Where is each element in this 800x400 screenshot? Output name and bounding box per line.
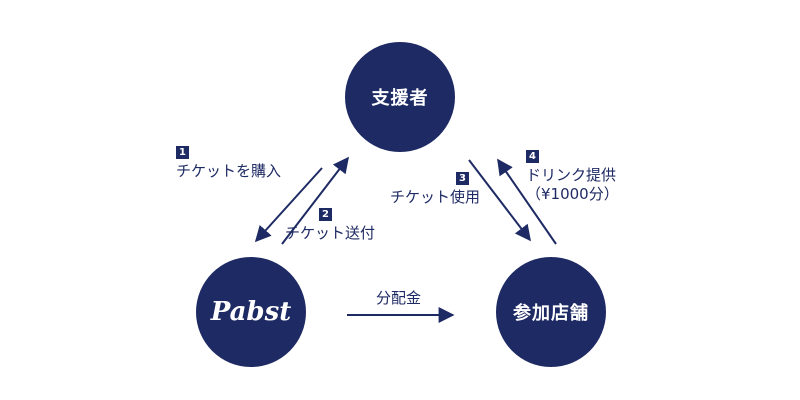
distribution-label: 分配金 [376,289,422,307]
arrow-store-to-supporter [497,158,557,245]
node-store: 参加店舗 [496,257,606,367]
node-supporter: 支援者 [345,42,455,152]
arrow-supporter-to-store [468,159,531,242]
node-store-label: 参加店舗 [513,303,589,324]
step-3-text: チケット使用 [390,187,481,206]
step-4-label: 4 ドリンク提供 （¥1000分） [526,147,619,203]
step-2-label: 2 チケット送付 [285,205,375,243]
pabst-logo: Pabst [210,297,292,327]
arrow-pabst-to-supporter [281,156,349,245]
step-3-badge: 3 [456,172,469,185]
step-4-badge: 4 [526,150,539,163]
step-2-text: チケット送付 [285,223,376,242]
step-4-text-amount: （¥1000分） [526,184,619,203]
step-2-badge: 2 [319,208,332,221]
step-1-badge: 1 [176,146,189,159]
arrow-supporter-to-pabst [254,167,323,243]
step-1-text: チケットを購入 [176,161,282,180]
step-4-text: ドリンク提供 [526,165,617,184]
step-1-label: 1 チケットを購入 [176,143,281,181]
step-3-label: 3 チケット使用 [390,169,480,207]
node-supporter-label: 支援者 [371,88,429,109]
node-pabst: Pabst [196,257,306,367]
